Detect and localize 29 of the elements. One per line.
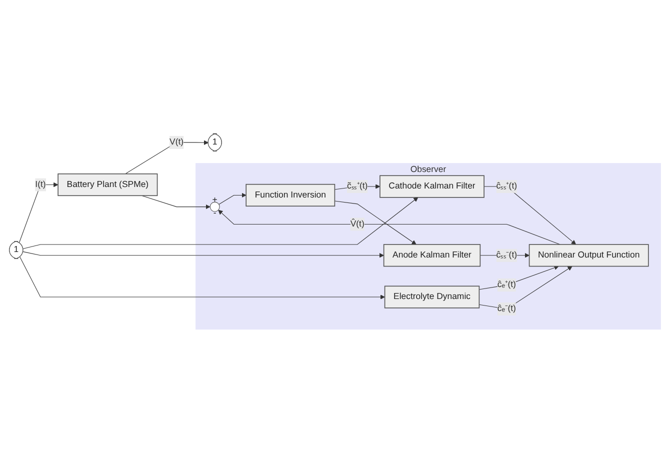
arrow bbox=[20, 256, 386, 299]
arrow bbox=[218, 192, 246, 204]
arrow bbox=[334, 200, 416, 244]
edge-label: ĉₛₛ⁻(t) bbox=[496, 250, 518, 260]
edge-label: ĉₛₛ⁺(t) bbox=[496, 181, 518, 190]
node-label: + bbox=[212, 194, 218, 204]
node-box: Nonlinear Output Function bbox=[528, 244, 649, 266]
node-box: Electrolyte Dynamic bbox=[384, 285, 480, 308]
node-box: Anode Kalman Filter bbox=[383, 244, 481, 266]
edge-label: V(t) bbox=[170, 137, 184, 146]
edge-label: I(t) bbox=[35, 179, 46, 189]
arrow bbox=[22, 250, 384, 258]
arrow bbox=[22, 196, 418, 248]
edge-label: ĉₑ⁺(t) bbox=[497, 280, 516, 289]
arrow bbox=[218, 209, 560, 244]
edge-label: V̂(t) bbox=[350, 218, 364, 228]
arrow bbox=[484, 186, 576, 244]
edge-label: c̃ₛₛ⁺(t) bbox=[346, 181, 368, 190]
arrow bbox=[480, 252, 530, 258]
arrow bbox=[18, 182, 58, 243]
arrow bbox=[125, 140, 209, 174]
node-box: Battery Plant (SPMe) bbox=[58, 172, 158, 196]
node-box: Cathode Kalman Filter bbox=[380, 174, 484, 198]
node-label: - bbox=[213, 208, 216, 218]
node-circle bbox=[210, 201, 220, 212]
node-box: Function Inversion bbox=[246, 183, 336, 206]
edge-label: ĉₑ⁻(t) bbox=[497, 304, 516, 313]
arrow bbox=[141, 194, 210, 209]
arrow bbox=[334, 184, 380, 190]
